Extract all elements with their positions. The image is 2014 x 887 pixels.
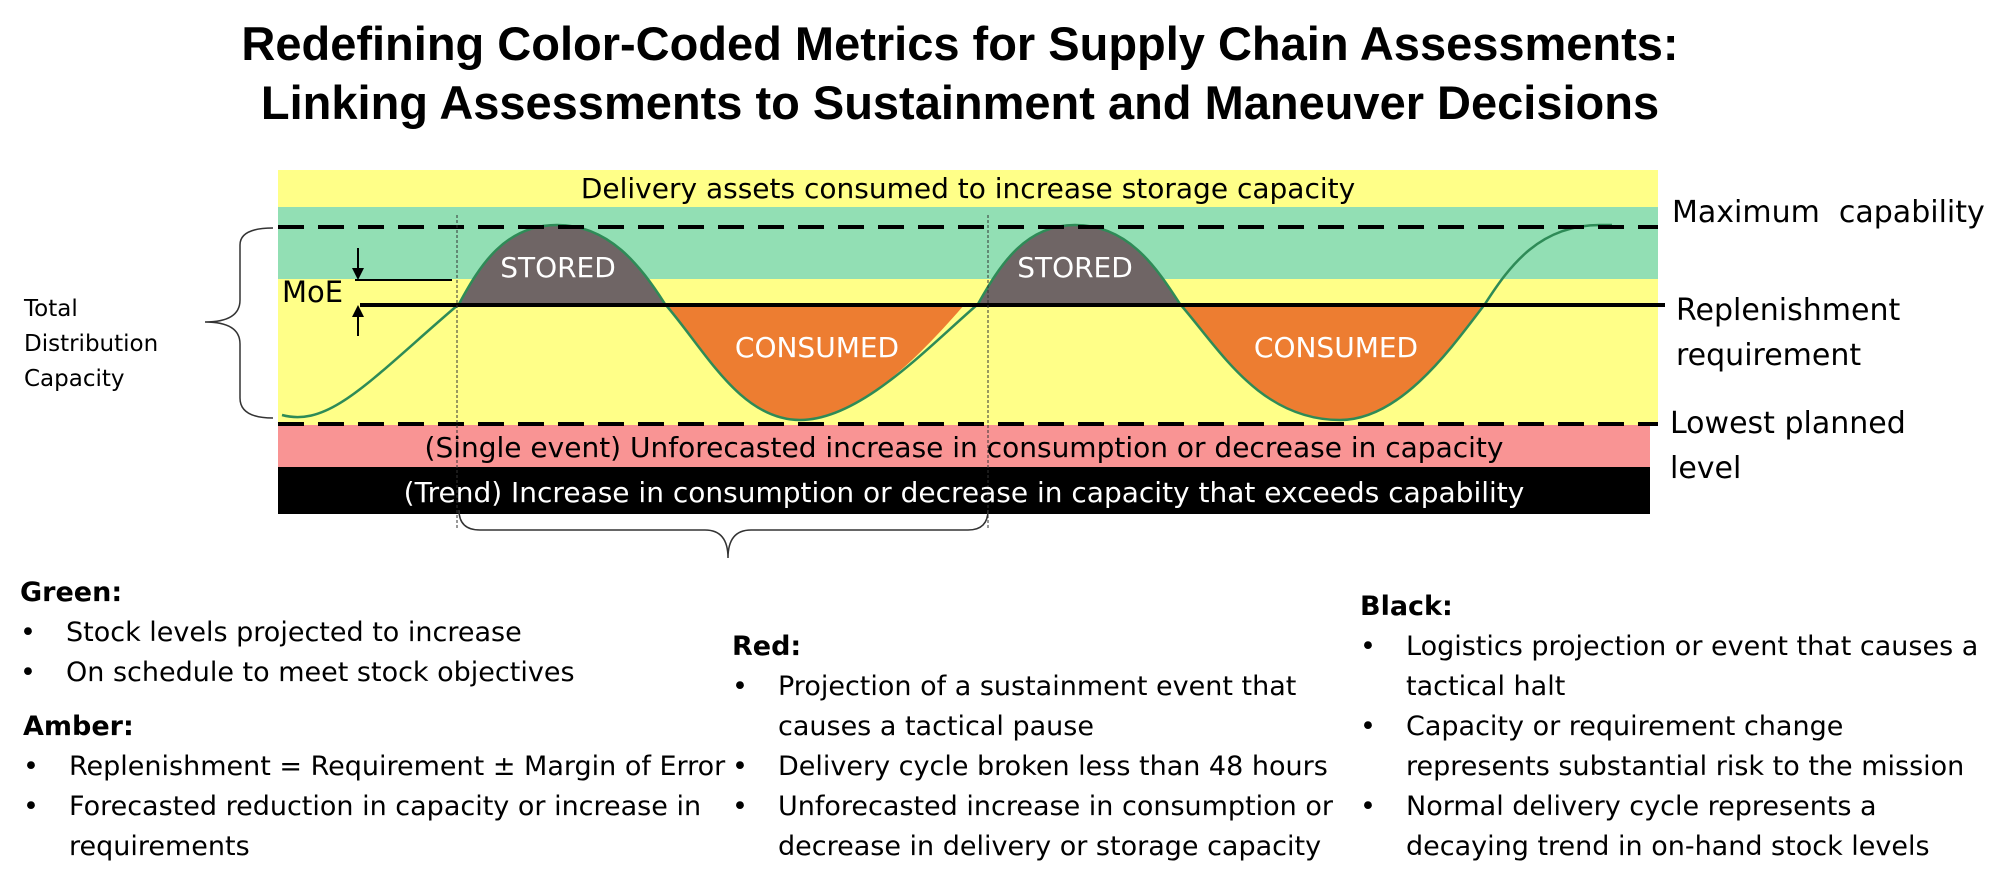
stock-level-curve bbox=[281, 223, 1612, 422]
red-heading: Red: bbox=[732, 631, 802, 662]
amber-list: •Replenishment = Requirement ± Margin of… bbox=[23, 747, 725, 867]
stored-label-2: STORED bbox=[1017, 251, 1133, 284]
stored-label-1: STORED bbox=[500, 251, 616, 284]
red-list: •Projection of a sustainment event that … bbox=[732, 667, 1333, 867]
page-title: Redefining Color-Coded Metrics for Suppl… bbox=[0, 14, 1920, 132]
red-section: Red: •Projection of a sustainment event … bbox=[732, 627, 1333, 867]
black-heading: Black: bbox=[1360, 591, 1453, 622]
replenishment-label-line-2: requirement bbox=[1676, 338, 1861, 373]
top-yellow-band bbox=[278, 170, 1658, 207]
green-heading: Green: bbox=[20, 577, 123, 608]
list-item: •On schedule to meet stock objectives bbox=[20, 657, 575, 688]
green-list: •Stock levels projected to increase •On … bbox=[20, 613, 575, 693]
red-band bbox=[278, 425, 1650, 467]
list-item: •Forecasted reduction in capacity or inc… bbox=[23, 791, 702, 822]
consumed-label-2: CONSUMED bbox=[1254, 331, 1418, 364]
replenishment-label-line-1: Replenishment bbox=[1676, 293, 1900, 328]
total-capacity-brace bbox=[204, 227, 274, 419]
moe-arrowhead-up bbox=[352, 305, 364, 317]
black-band-label: (Trend) Increase in consumption or decre… bbox=[404, 476, 1525, 509]
list-item: •Capacity or requirement change bbox=[1360, 711, 1844, 742]
title-line-2: Linking Assessments to Sustainment and M… bbox=[260, 76, 1660, 129]
top-band-label: Delivery assets consumed to increase sto… bbox=[581, 172, 1355, 205]
list-item: •Unforecasted increase in consumption or bbox=[732, 791, 1333, 822]
black-band bbox=[278, 467, 1650, 514]
green-section: Green: •Stock levels projected to increa… bbox=[20, 573, 575, 693]
total-capacity-label-line-2: Distribution bbox=[24, 331, 158, 357]
consumed-area-2 bbox=[1180, 304, 1485, 420]
list-item: •Replenishment = Requirement ± Margin of… bbox=[23, 751, 726, 782]
black-section: Black: •Logistics projection or event th… bbox=[1360, 587, 1978, 867]
list-item: causes a tactical pause bbox=[778, 711, 1094, 742]
list-item: decrease in delivery or storage capacity bbox=[778, 831, 1322, 862]
moe-arrowhead-down bbox=[352, 268, 364, 280]
amber-section: Amber: •Replenishment = Requirement ± Ma… bbox=[23, 707, 725, 867]
lowest-planned-label-line-2: level bbox=[1670, 451, 1741, 486]
list-item: •Logistics projection or event that caus… bbox=[1360, 631, 1979, 662]
consumed-area-1 bbox=[665, 304, 965, 420]
black-list: •Logistics projection or event that caus… bbox=[1360, 627, 1978, 867]
list-item: requirements bbox=[69, 831, 250, 862]
title-line-1: Redefining Color-Coded Metrics for Suppl… bbox=[241, 17, 1679, 70]
list-item: •Normal delivery cycle represents a bbox=[1360, 791, 1877, 822]
moe-label: MoE bbox=[282, 275, 343, 309]
list-item: represents substantial risk to the missi… bbox=[1406, 751, 1965, 782]
total-capacity-label-line-1: Total bbox=[23, 296, 78, 322]
list-item: •Stock levels projected to increase bbox=[20, 617, 522, 648]
delivery-cycle-brace bbox=[458, 509, 989, 559]
total-capacity-label-line-3: Capacity bbox=[24, 366, 125, 392]
list-item: tactical halt bbox=[1406, 671, 1566, 702]
red-band-label: (Single event) Unforecasted increase in … bbox=[425, 431, 1504, 464]
list-item: decaying trend in on-hand stock levels bbox=[1406, 831, 1930, 862]
lowest-planned-label-line-1: Lowest planned bbox=[1670, 406, 1906, 441]
maximum-capability-label: Maximum capability bbox=[1672, 195, 1985, 230]
list-item: •Delivery cycle broken less than 48 hour… bbox=[732, 751, 1328, 782]
amber-heading: Amber: bbox=[23, 711, 134, 742]
list-item: •Projection of a sustainment event that bbox=[732, 671, 1297, 702]
consumed-label-1: CONSUMED bbox=[735, 331, 899, 364]
